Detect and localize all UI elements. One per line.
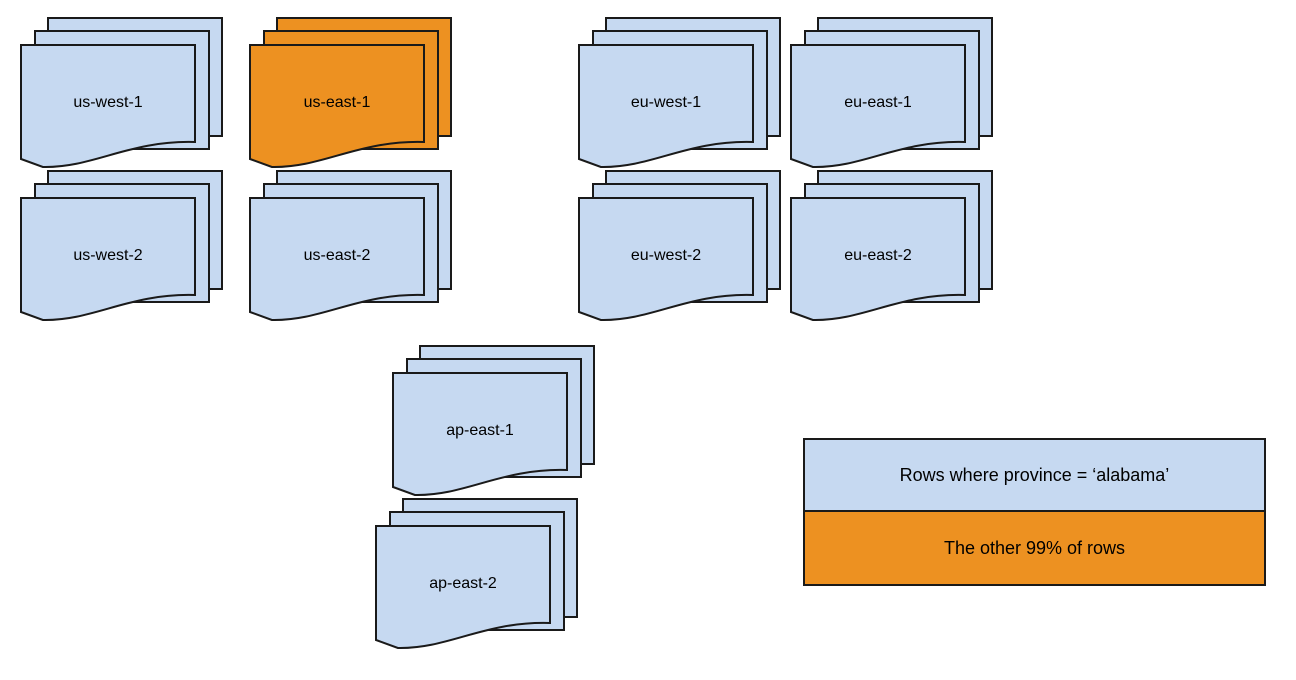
- doc-stack-eu-east-1[interactable]: eu-east-1: [790, 17, 996, 177]
- doc-sheet-front: [20, 44, 196, 169]
- doc-stack-us-west-1[interactable]: us-west-1: [20, 17, 226, 177]
- doc-stack-eu-east-2[interactable]: eu-east-2: [790, 170, 996, 330]
- doc-stack-us-east-1[interactable]: us-east-1: [249, 17, 455, 177]
- doc-sheet-front: [790, 44, 966, 169]
- legend-row-other-rows: The other 99% of rows: [805, 512, 1264, 584]
- doc-sheet-front: [375, 525, 551, 650]
- doc-stack-ap-east-2[interactable]: ap-east-2: [375, 498, 581, 658]
- doc-stack-eu-west-2[interactable]: eu-west-2: [578, 170, 784, 330]
- doc-sheet-front: [578, 44, 754, 169]
- doc-sheet-front: [392, 372, 568, 497]
- legend: Rows where province = ‘alabama’ The othe…: [803, 438, 1266, 586]
- doc-sheet-front: [578, 197, 754, 322]
- legend-row-alabama: Rows where province = ‘alabama’: [805, 440, 1264, 512]
- doc-stack-eu-west-1[interactable]: eu-west-1: [578, 17, 784, 177]
- doc-stack-us-west-2[interactable]: us-west-2: [20, 170, 226, 330]
- doc-sheet-front: [249, 197, 425, 322]
- doc-sheet-front: [790, 197, 966, 322]
- doc-sheet-front: [249, 44, 425, 169]
- doc-stack-ap-east-1[interactable]: ap-east-1: [392, 345, 598, 505]
- doc-sheet-front: [20, 197, 196, 322]
- doc-stack-us-east-2[interactable]: us-east-2: [249, 170, 455, 330]
